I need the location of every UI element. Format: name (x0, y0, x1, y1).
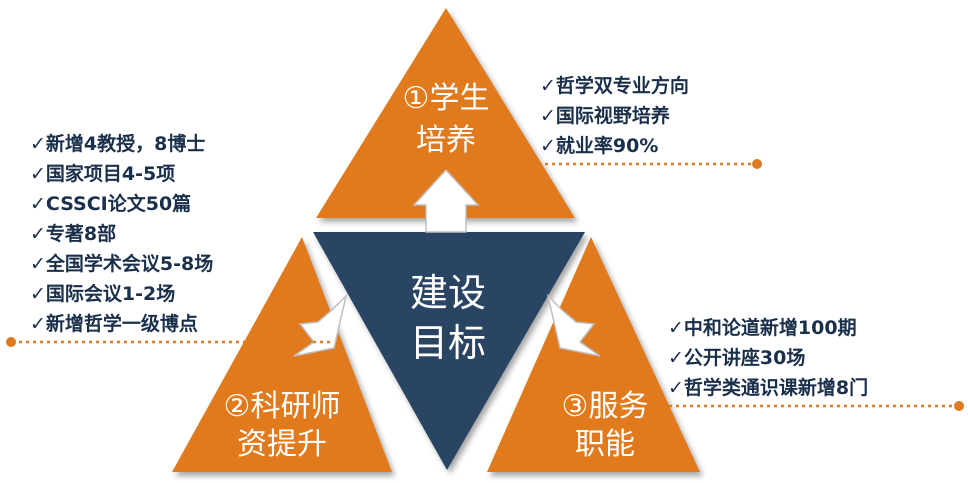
research-bullet: ✓全国学术会议5-8场 (30, 252, 213, 275)
research-label-line2: 资提升 (237, 427, 327, 462)
service-connector (606, 401, 964, 411)
arrow-down-left-icon (293, 293, 348, 357)
student-connector (538, 159, 762, 169)
service-label-line1: ③服务 (562, 389, 649, 424)
service-bullet: ✓公开讲座30场 (668, 346, 805, 369)
service-label-line2: 职能 (575, 427, 635, 462)
service-bullet: ✓中和论道新增100期 (668, 316, 857, 339)
research-label-line1: ②科研师 (224, 389, 341, 424)
service-bullet: ✓哲学类通识课新增8门 (668, 376, 868, 399)
arrow-down-right-icon (546, 293, 601, 357)
research-bullet: ✓国际会议1-2场 (30, 282, 175, 305)
research-bullet: ✓专著8部 (30, 222, 116, 245)
research-connector (6, 337, 332, 347)
center-label-line2: 目标 (410, 321, 486, 365)
research-bullet: ✓新增哲学一级博点 (30, 312, 198, 335)
research-bullet: ✓国家项目4-5项 (30, 162, 175, 185)
center-label-line1: 建设 (410, 271, 486, 315)
research-bullet: ✓新增4教授，8博士 (30, 132, 205, 155)
student-triangle (316, 8, 575, 218)
student-bullet: ✓哲学双专业方向 (540, 74, 689, 97)
center-triangle (313, 232, 585, 470)
student-label-line1: ①学生 (403, 81, 490, 116)
arrow-up-icon (412, 168, 480, 233)
student-bullet: ✓就业率90% (540, 134, 658, 157)
student-label-line2: 培养 (416, 123, 476, 158)
student-bullet: ✓国际视野培养 (540, 104, 670, 127)
research-triangle (172, 237, 392, 472)
research-bullet: ✓CSSCI论文50篇 (30, 192, 191, 215)
